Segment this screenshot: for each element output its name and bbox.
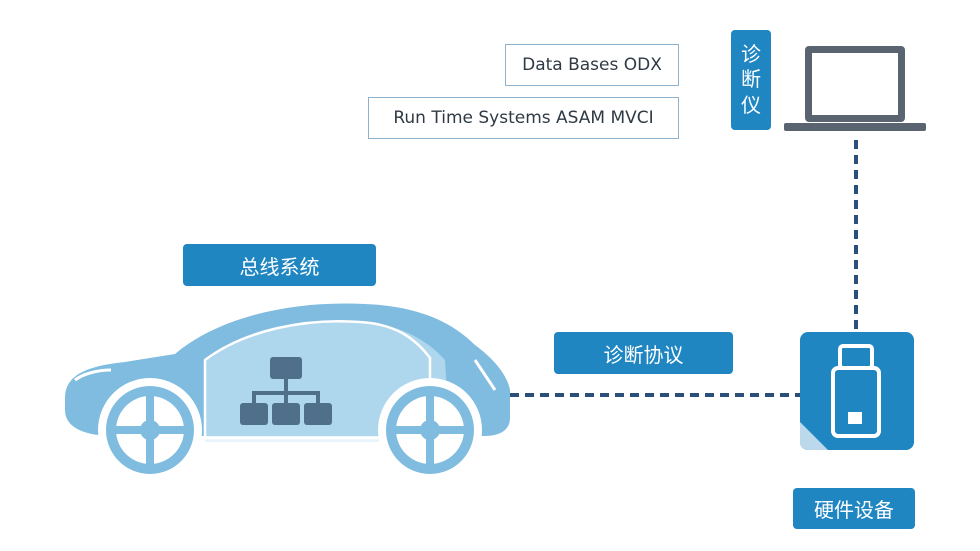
data-bases-odx-text: Data Bases ODX bbox=[522, 55, 662, 75]
obd-adapter-icon bbox=[800, 332, 914, 450]
run-time-systems-text: Run Time Systems ASAM MVCI bbox=[393, 108, 654, 128]
network-tree-icon bbox=[240, 357, 332, 425]
laptop-icon bbox=[784, 46, 926, 131]
run-time-systems-label: Run Time Systems ASAM MVCI bbox=[368, 97, 679, 139]
diagnostic-tool-char-3: 仪 bbox=[741, 92, 761, 117]
bus-system-label: 总线系统 bbox=[183, 244, 376, 286]
diagnostic-protocol-text: 诊断协议 bbox=[603, 342, 684, 367]
hardware-device-text: 硬件设备 bbox=[814, 498, 894, 522]
diagnostic-tool-char-2: 断 bbox=[741, 67, 761, 92]
diagnostic-tool-label: 诊 断 仪 bbox=[731, 30, 771, 130]
bus-system-text: 总线系统 bbox=[239, 254, 320, 279]
diagnostic-protocol-label: 诊断协议 bbox=[554, 332, 733, 374]
rear-wheel bbox=[386, 386, 474, 474]
front-wheel bbox=[106, 386, 194, 474]
hardware-device-label: 硬件设备 bbox=[793, 488, 915, 529]
data-bases-odx-label: Data Bases ODX bbox=[505, 44, 679, 86]
diagnostic-tool-char-1: 诊 bbox=[741, 41, 761, 66]
